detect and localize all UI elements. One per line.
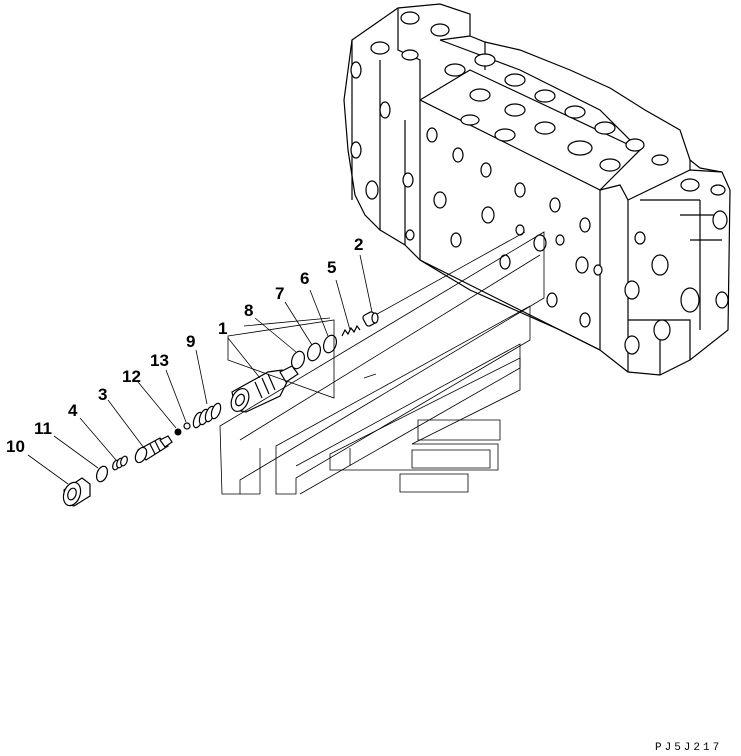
part-7-backup-ring bbox=[306, 342, 322, 362]
part-10-plug bbox=[62, 477, 91, 507]
callout-5: 5 bbox=[327, 258, 336, 277]
callout-labels: 2 5 6 7 8 1 9 13 12 3 4 11 10 bbox=[6, 235, 363, 456]
drawing-code: PJ5J217 bbox=[655, 742, 722, 754]
assembly-axis-line bbox=[369, 231, 526, 319]
control-valve-assembly bbox=[343, 3, 731, 376]
part-9-spring bbox=[192, 402, 222, 429]
callout-9: 9 bbox=[186, 332, 195, 351]
part-2-poppet bbox=[362, 311, 379, 327]
callout-6: 6 bbox=[300, 269, 309, 288]
part-8-o-ring bbox=[290, 350, 306, 370]
part-11-o-ring bbox=[95, 465, 109, 483]
part-4-spring bbox=[112, 455, 128, 471]
callout-1: 1 bbox=[218, 319, 227, 338]
part-1-valve-body bbox=[230, 365, 299, 413]
callout-8: 8 bbox=[244, 301, 253, 320]
part-12-piston bbox=[174, 428, 182, 436]
reference-guide-shapes bbox=[219, 231, 545, 495]
part-6-o-ring bbox=[322, 334, 338, 354]
callout-11: 11 bbox=[34, 419, 52, 438]
leader-lines bbox=[27, 254, 373, 485]
callout-12: 12 bbox=[122, 367, 141, 386]
callout-3: 3 bbox=[98, 385, 107, 404]
callout-13: 13 bbox=[150, 351, 169, 370]
parts-group bbox=[62, 311, 379, 507]
callout-10: 10 bbox=[6, 437, 25, 456]
part-3-adjust-screw bbox=[134, 435, 173, 464]
callout-4: 4 bbox=[68, 401, 78, 420]
part-13-ball bbox=[183, 422, 191, 430]
part-5-spring bbox=[341, 324, 361, 337]
callout-2: 2 bbox=[354, 235, 363, 254]
callout-7: 7 bbox=[275, 284, 284, 303]
